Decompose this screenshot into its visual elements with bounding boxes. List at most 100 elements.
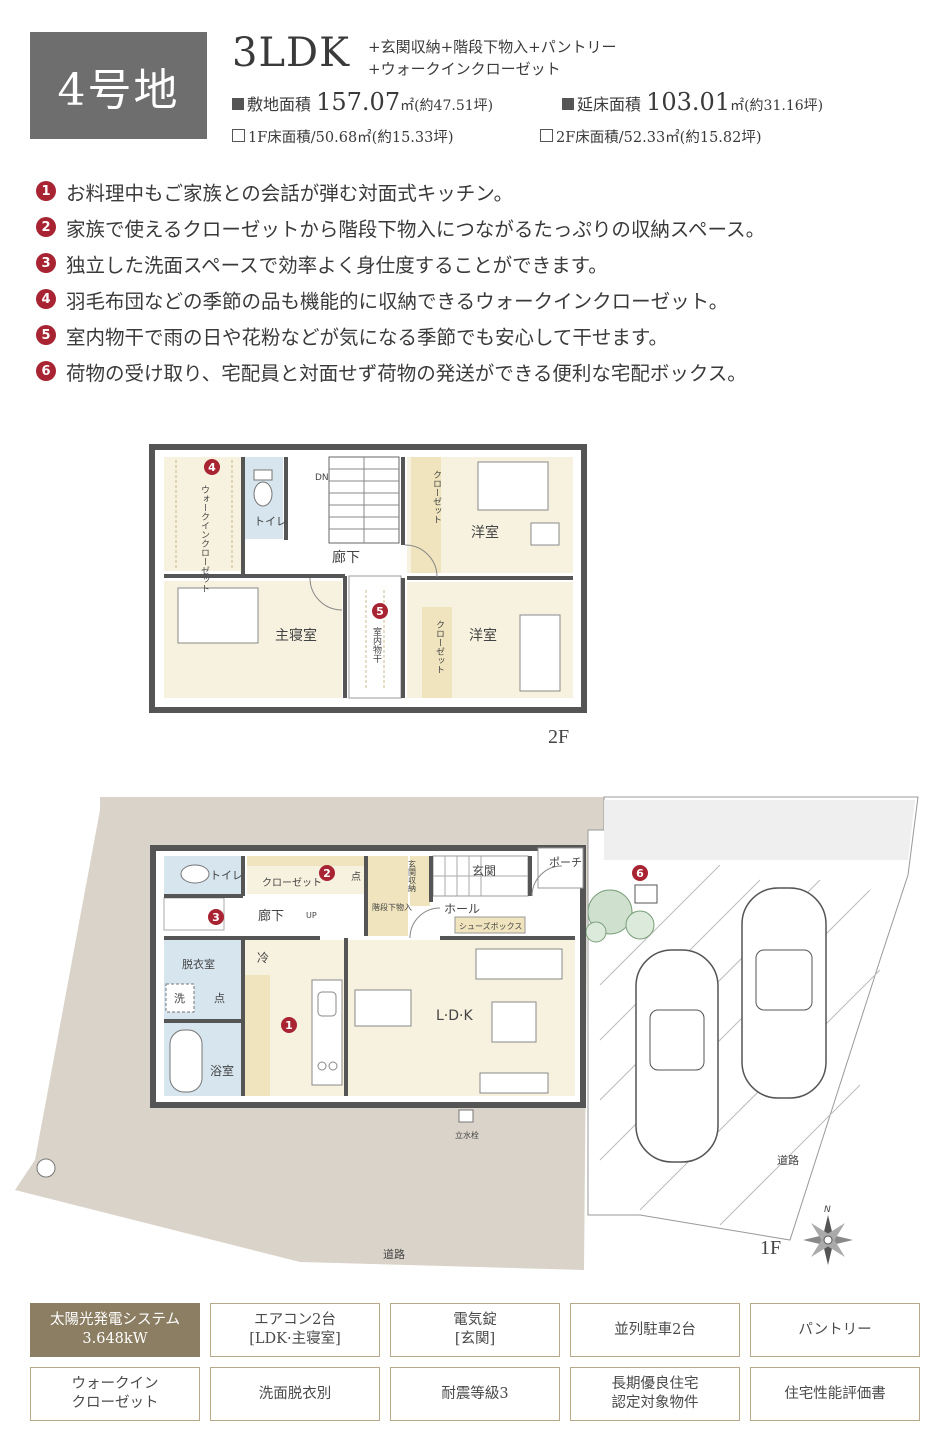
dressing-label: 脱衣室 bbox=[182, 957, 215, 971]
sofa-icon bbox=[475, 948, 563, 980]
washer-space bbox=[165, 983, 195, 1013]
understair-label: 階段下物入 bbox=[372, 902, 412, 912]
faucet-label: 立水栓 bbox=[455, 1130, 479, 1140]
site-area: 敷地面積 157.07㎡(約47.51坪) bbox=[232, 88, 493, 116]
corridor-1f-label: 廊下 bbox=[258, 908, 284, 924]
walkin-label: ウォークインクローゼット bbox=[199, 485, 210, 593]
car-icon bbox=[635, 949, 719, 1163]
up-label: UP bbox=[306, 911, 317, 920]
marker-1-label: 1 bbox=[285, 1019, 293, 1032]
site-area-value: 157.07 bbox=[316, 88, 401, 116]
toilet-1f-label: トイレ bbox=[210, 869, 243, 882]
low-table-icon bbox=[491, 1001, 537, 1043]
hall-2f-label: 廊下 bbox=[332, 549, 360, 566]
tag-long-term-housing: 長期優良住宅認定対象物件 bbox=[570, 1367, 740, 1421]
marker-2-label: 2 bbox=[323, 867, 331, 880]
understair-storage bbox=[368, 856, 408, 936]
porch-area bbox=[537, 847, 584, 889]
door-swing bbox=[404, 544, 438, 578]
feature-number: 2 bbox=[36, 217, 56, 237]
interior-walls-2f bbox=[164, 457, 573, 698]
marker-3-label: 3 bbox=[212, 911, 220, 924]
kitchen-counter bbox=[311, 979, 343, 1086]
f1-area: 1F床面積/50.68㎡(約15.33坪) bbox=[232, 126, 454, 147]
filled-square-icon bbox=[562, 98, 574, 110]
plan-extra-1: +玄関収納+階段下物入+パントリー bbox=[368, 38, 617, 56]
marker-3 bbox=[208, 909, 224, 925]
shoe-box-label: シューズボックス bbox=[459, 921, 522, 931]
desk-icon bbox=[530, 522, 560, 546]
closet-2f-upper bbox=[411, 457, 441, 573]
lot-number-badge: 4号地 bbox=[30, 32, 207, 139]
tag-walkin-closet: ウォークインクローゼット bbox=[30, 1367, 200, 1421]
toilet-bowl-icon bbox=[253, 481, 273, 507]
marker-6 bbox=[632, 865, 648, 881]
empty-square-icon bbox=[540, 129, 553, 142]
stair-treads bbox=[329, 457, 399, 543]
floor-area-value: 103.01 bbox=[646, 88, 731, 116]
floor-1-label: 1F bbox=[760, 1237, 781, 1259]
floor-area: 延床面積 103.01㎡(約31.16坪) bbox=[562, 88, 823, 116]
entry-storage bbox=[410, 856, 430, 906]
closet-2f-upper-label: クローゼット bbox=[431, 470, 442, 524]
tag-electric-lock: 電気錠[玄関] bbox=[390, 1303, 560, 1357]
dn-label: DN bbox=[315, 473, 329, 483]
manhole-icon bbox=[36, 1158, 56, 1178]
tv-board-icon bbox=[479, 1072, 549, 1094]
lot-number: 4号地 bbox=[57, 64, 180, 116]
marker-5 bbox=[372, 603, 388, 619]
check-label: 点 bbox=[351, 871, 361, 883]
master-label: 主寝室 bbox=[275, 627, 317, 644]
feature-number: 4 bbox=[36, 289, 56, 309]
delivery-box-icon bbox=[634, 884, 658, 904]
entrance-label: 玄関 bbox=[472, 863, 496, 878]
drying-label: 室内物干 bbox=[371, 626, 382, 664]
tag-seismic: 耐震等級3 bbox=[390, 1367, 560, 1421]
feature-number: 1 bbox=[36, 181, 56, 201]
plan-extra-2: +ウォークインクローゼット bbox=[368, 60, 561, 78]
hall-1f-label: ホール bbox=[444, 902, 480, 916]
garden-shrub-icon bbox=[585, 889, 655, 943]
bath-label: 浴室 bbox=[210, 1063, 234, 1078]
tag-performance-report: 住宅性能評価書 bbox=[750, 1367, 920, 1421]
empty-square-icon bbox=[232, 129, 245, 142]
walkin-closet-room bbox=[164, 457, 241, 571]
marker-5-label: 5 bbox=[376, 605, 384, 618]
toilet-bowl-icon bbox=[180, 864, 210, 884]
door-swing bbox=[309, 577, 343, 611]
road-bottom-label: 道路 bbox=[383, 1247, 405, 1261]
double-bed-icon bbox=[177, 587, 259, 644]
marker-1 bbox=[281, 1017, 297, 1033]
toilet-tank-icon bbox=[253, 469, 273, 481]
stove-icon bbox=[328, 1061, 338, 1071]
plan-type: 3LDK bbox=[232, 30, 350, 76]
feature-number: 3 bbox=[36, 253, 56, 273]
marker-2 bbox=[319, 865, 335, 881]
tag-separate-washroom: 洗面脱衣別 bbox=[210, 1367, 380, 1421]
marker-6-label: 6 bbox=[636, 867, 644, 880]
pantry bbox=[245, 975, 270, 1096]
bathtub-icon bbox=[169, 1029, 203, 1093]
interior-walls-1f bbox=[164, 856, 575, 1096]
floor-plans: 4 5 DN ウォークインクローゼット トイレ 廊下 クローゼット 洋室 洋室 … bbox=[15, 444, 919, 1270]
entrance-tiles bbox=[433, 856, 528, 896]
faucet-icon bbox=[458, 1109, 474, 1123]
closet-shelf bbox=[247, 856, 365, 866]
floor-2-plan: 4 5 DN ウォークインクローゼット トイレ 廊下 クローゼット 洋室 洋室 … bbox=[149, 444, 587, 748]
feature-number: 5 bbox=[36, 325, 56, 345]
car-icon bbox=[741, 887, 827, 1099]
fridge-label: 冷 bbox=[257, 951, 269, 965]
marker-4 bbox=[204, 459, 220, 475]
toilet-2f-label: トイレ bbox=[254, 515, 287, 528]
floor-2-label: 2F bbox=[548, 726, 569, 748]
door-swing bbox=[409, 907, 441, 939]
closet-1f-label: クローゼット bbox=[262, 877, 322, 889]
entry-storage-label: 玄関収納 bbox=[408, 859, 417, 893]
shoe-box bbox=[454, 916, 526, 934]
stove-icon bbox=[317, 1061, 327, 1071]
